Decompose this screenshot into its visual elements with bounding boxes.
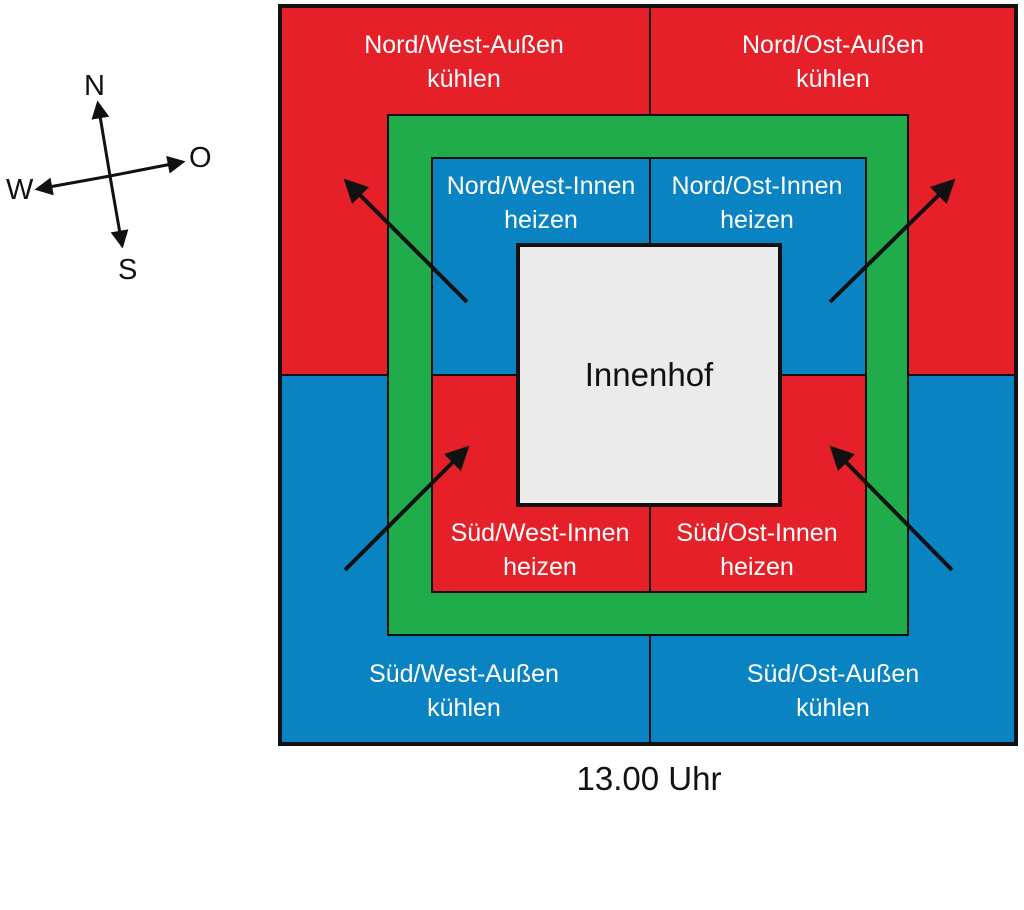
compass-south-label: S (118, 254, 138, 286)
so-outer-name: Süd/Ost-Außen (746, 660, 920, 688)
sw-inner-label: Süd/West-Innen heizen (410, 516, 670, 584)
nw-inner-action: heizen (504, 206, 578, 234)
compass-west-label: W (6, 174, 34, 206)
sw-inner-action: heizen (503, 553, 577, 581)
no-outer-label: Nord/Ost-Außen kühlen (703, 28, 963, 96)
nw-inner-label: Nord/West-Innen heizen (411, 169, 671, 237)
arrow-so (829, 445, 954, 572)
so-inner-name: Süd/Ost-Innen (676, 519, 838, 547)
arrow-nw (343, 178, 469, 304)
compass-arrow-west (34, 174, 111, 196)
compass (34, 100, 186, 249)
nw-outer-action: kühlen (427, 65, 501, 93)
compass-arrow-south (108, 175, 129, 249)
so-outer-label: Süd/Ost-Außen kühlen (703, 657, 963, 725)
no-outer-action: kühlen (796, 65, 870, 93)
compass-arrow-east (109, 155, 186, 178)
sw-outer-label: Süd/West-Außen kühlen (334, 657, 594, 725)
sw-inner-name: Süd/West-Innen (450, 519, 630, 547)
compass-east-label: O (189, 142, 212, 174)
compass-north-label: N (84, 70, 105, 102)
compass-arrow-north (91, 100, 112, 177)
so-outer-action: kühlen (796, 694, 870, 722)
no-inner-name: Nord/Ost-Innen (671, 172, 843, 200)
outer-frame (278, 4, 1018, 746)
sw-outer-name: Süd/West-Außen (369, 660, 559, 688)
no-outer-name: Nord/Ost-Außen (741, 31, 924, 59)
courtyard-label: Innenhof (584, 356, 714, 393)
nw-outer-name: Nord/West-Außen (364, 31, 564, 59)
so-inner-label: Süd/Ost-Innen heizen (627, 516, 887, 584)
no-inner-label: Nord/Ost-Innen heizen (627, 169, 887, 237)
arrow-sw (343, 445, 470, 572)
arrow-no (828, 178, 956, 304)
courtyard (516, 243, 782, 507)
so-inner-action: heizen (720, 553, 794, 581)
nw-outer-label: Nord/West-Außen kühlen (334, 28, 594, 96)
no-inner-action: heizen (720, 206, 794, 234)
time-label: 13.00 Uhr (576, 760, 722, 797)
nw-inner-name: Nord/West-Innen (446, 172, 636, 200)
sw-outer-action: kühlen (427, 694, 501, 722)
